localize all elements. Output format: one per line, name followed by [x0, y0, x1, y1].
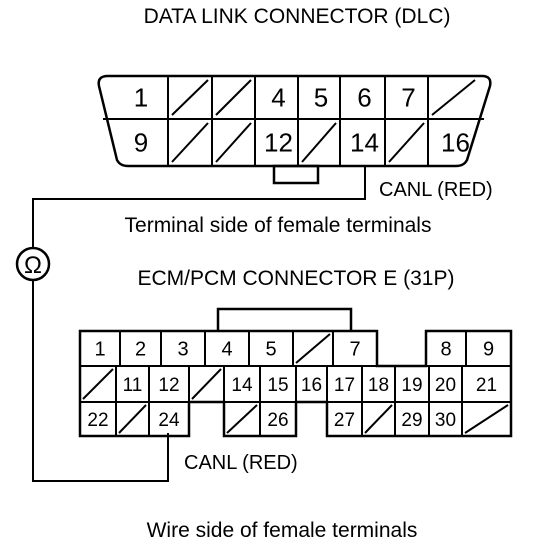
ecm-row1-terminal-3: 3	[177, 339, 188, 361]
ecm-row3-blank-slash	[226, 404, 258, 434]
ecm-title: ECM/PCM CONNECTOR E (31P)	[138, 267, 455, 290]
dlc-title: DATA LINK CONNECTOR (DLC)	[144, 5, 451, 28]
ecm-row1-terminal-4: 4	[221, 339, 232, 361]
ecm-row2-terminal-21: 21	[476, 375, 497, 396]
ecm-row3-terminal-29: 29	[401, 410, 422, 431]
dlc-top-terminal-1: 1	[134, 83, 148, 113]
dlc-bottom-blank-slash	[301, 122, 337, 163]
ecm-row1-terminal-8: 8	[440, 339, 451, 361]
ecm-row1-terminal-9: 9	[483, 339, 494, 361]
ecm-wire-label: CANL (RED)	[184, 452, 298, 474]
ecm-row1-terminal-1: 1	[94, 339, 105, 361]
ecm-row3-terminal-22: 22	[87, 410, 108, 431]
dlc-bottom-blank-slash	[171, 122, 209, 163]
ecm-row1-terminal-5: 5	[265, 339, 276, 361]
ecm-row3-blank-slash	[364, 404, 393, 434]
dlc-wire-label: CANL (RED)	[379, 179, 493, 201]
ecm-row3-terminal-30: 30	[435, 410, 456, 431]
dlc-bottom-terminal-16: 16	[441, 128, 470, 158]
dlc-connector-body	[97, 74, 492, 168]
ohm-symbol: Ω	[24, 252, 42, 279]
ecm-row3-terminal-24: 24	[158, 410, 180, 431]
ecm-row2-terminal-14: 14	[231, 375, 253, 396]
dlc-top-blank-slash	[431, 79, 476, 116]
ecm-row2-blank-slash	[191, 368, 222, 400]
ecm-row2-terminal-19: 19	[401, 375, 422, 396]
ecm-row2-terminal-12: 12	[158, 375, 179, 396]
ecm-row1-terminal-7: 7	[349, 339, 360, 361]
dlc-bottom-blank-slash	[215, 122, 252, 163]
dlc-top-terminal-4: 4	[271, 83, 285, 113]
ecm-row2-terminal-15: 15	[267, 375, 288, 396]
ecm-row2-terminal-16: 16	[301, 375, 322, 396]
dlc-bottom-blank-slash	[388, 122, 425, 163]
ecm-locking-tab	[216, 307, 353, 331]
ecm-row3-blank-slash	[118, 404, 147, 434]
ecm-canl-wire	[32, 280, 169, 482]
dlc-bottom-terminal-12: 12	[264, 128, 293, 158]
dlc-top-terminal-7: 7	[401, 83, 415, 113]
dlc-canl-wire	[32, 166, 366, 249]
dlc-top-terminal-5: 5	[314, 83, 328, 113]
ecm-row3-terminal-27: 27	[334, 410, 355, 431]
ecm-row3-blank-slash	[464, 404, 509, 434]
ecm-row2-terminal-20: 20	[435, 375, 456, 396]
ecm-row2-blank-slash	[82, 368, 114, 400]
dlc-bottom-terminal-9: 9	[134, 128, 148, 158]
dlc-bottom-terminal-14: 14	[350, 128, 379, 158]
dlc-locking-tab	[272, 164, 320, 185]
ecm-row1-blank-slash	[295, 333, 331, 364]
ecm-row2-terminal-18: 18	[368, 375, 389, 396]
ecm-row1-terminal-2: 2	[135, 339, 146, 361]
ecm-row3-terminal-26: 26	[267, 410, 288, 431]
dlc-top-blank-slash	[171, 79, 209, 116]
ecm-row2-terminal-11: 11	[123, 375, 143, 396]
dlc-top-blank-slash	[215, 79, 252, 116]
dlc-caption: Terminal side of female terminals	[125, 214, 432, 237]
ecm-row2-terminal-17: 17	[334, 375, 355, 396]
ecm-caption: Wire side of female terminals	[147, 519, 418, 542]
dlc-top-terminal-6: 6	[357, 83, 371, 113]
